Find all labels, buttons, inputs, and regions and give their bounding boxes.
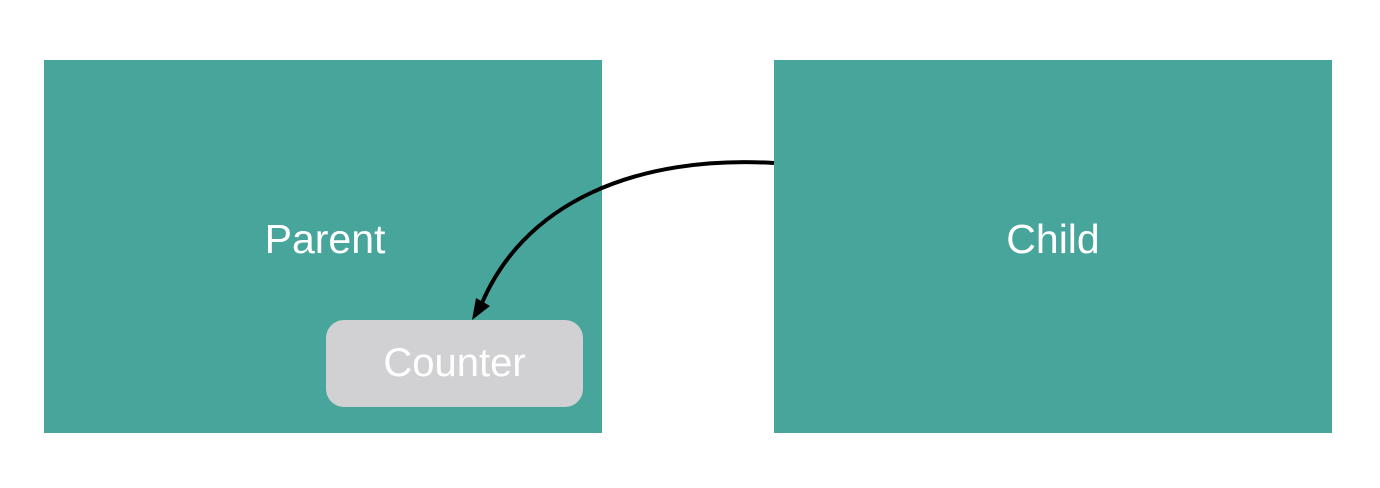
child-label: Child xyxy=(1006,216,1100,262)
parent-label: Parent xyxy=(264,216,386,262)
child-node: Child xyxy=(774,60,1332,433)
counter-label: Counter xyxy=(383,341,526,385)
counter-node: Counter xyxy=(326,320,583,407)
